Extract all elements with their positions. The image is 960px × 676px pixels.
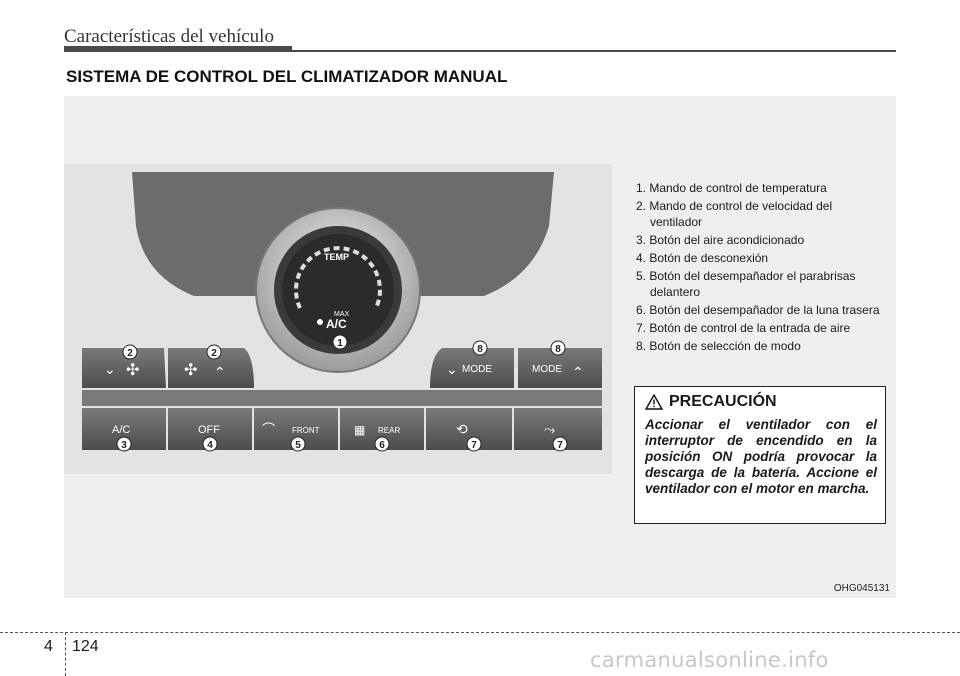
off-button-label: OFF: [198, 424, 220, 436]
legend-item: 5. Botón del desempañador el parabrisas …: [636, 269, 856, 299]
warning-icon: [645, 394, 663, 410]
figure-code: OHG045131: [833, 583, 890, 594]
section-title: SISTEMA DE CONTROL DEL CLIMATIZADOR MANU…: [66, 67, 508, 86]
mode-down-label: MODE: [462, 364, 492, 375]
fan-up-arrow-icon: ⌃: [214, 364, 226, 380]
caution-title: PRECAUCIÓN: [669, 393, 777, 410]
mode-down-arrow-icon: ⌄: [446, 361, 458, 377]
svg-text:8: 8: [477, 344, 483, 355]
callout-2: 2: [122, 344, 138, 360]
front-defrost-icon: ⌒: [262, 422, 275, 437]
svg-text:6: 6: [379, 440, 385, 451]
legend-item: 7. Botón de control de la entrada de air…: [636, 321, 851, 335]
temp-dial-label: TEMP: [324, 252, 349, 262]
mode-down-button: [430, 348, 514, 388]
callout-7: 7: [466, 436, 482, 452]
svg-text:7: 7: [471, 440, 477, 451]
caution-text: Accionar el ventilador con el interrupto…: [645, 417, 877, 496]
legend-item: 1. Mando de control de temperatura: [636, 181, 827, 195]
temp-dial-face: [282, 234, 394, 346]
callout-8: 8: [472, 340, 488, 356]
svg-text:3: 3: [121, 440, 127, 451]
fan-icon: ✣: [126, 362, 139, 379]
legend-item: 8. Botón de selección de modo: [636, 339, 801, 353]
mode-up-arrow-icon: ⌃: [572, 364, 584, 380]
mode-up-label: MODE: [532, 364, 562, 375]
legend-item: 6. Botón del desempañador de la luna tra…: [636, 303, 880, 317]
callout-3: 3: [116, 436, 132, 452]
legend-item: 4. Botón de desconexión: [636, 251, 769, 265]
svg-text:1: 1: [337, 338, 343, 349]
callout-7: 7: [552, 436, 568, 452]
chapter-bar: [64, 46, 292, 52]
fan-icon: ✣: [184, 362, 197, 379]
figure-panel: ⌄ ✣ ✣ ⌃ ⌄ MODE MODE ⌃ A/C OFF ⌒ FRONT ▦ …: [64, 96, 896, 598]
temp-scale-arc: [294, 246, 382, 309]
max-ac-max-label: MAX: [334, 311, 350, 318]
svg-text:8: 8: [555, 344, 561, 355]
callout-1: 1: [332, 334, 348, 350]
page-number: 124: [72, 638, 99, 655]
rear-button-label: REAR: [378, 426, 400, 435]
mode-up-button: [518, 348, 602, 388]
ac-button-label: A/C: [112, 424, 130, 436]
indicator-strip: [82, 390, 602, 406]
callout-2: 2: [206, 344, 222, 360]
watermark: carmanualsonline.info: [590, 648, 829, 672]
fan-down-arrow-icon: ⌄: [104, 361, 116, 377]
fan-down-button: [82, 348, 166, 388]
footer-rule: [0, 632, 960, 633]
svg-text:5: 5: [295, 440, 301, 451]
front-button-label: FRONT: [292, 426, 320, 435]
footer-divider: [65, 632, 66, 676]
max-ac-label: A/C: [326, 317, 347, 331]
svg-text:4: 4: [207, 440, 213, 451]
section-number: 4: [44, 638, 53, 655]
legend-item: 3. Botón del aire acondicionado: [636, 233, 805, 247]
recirculation-icon: ⟲: [456, 421, 468, 437]
legend: 1. Mando de control de temperatura 2. Ma…: [636, 180, 886, 356]
max-ac-indicator: [317, 319, 323, 325]
rear-defrost-icon: ▦: [354, 423, 365, 437]
svg-text:7: 7: [557, 440, 563, 451]
svg-text:2: 2: [211, 348, 217, 359]
climate-control-illustration: ⌄ ✣ ✣ ⌃ ⌄ MODE MODE ⌃ A/C OFF ⌒ FRONT ▦ …: [82, 172, 602, 452]
caution-box: PRECAUCIÓN Accionar el ventilador con el…: [634, 386, 886, 524]
fan-up-button: [168, 348, 254, 388]
fresh-air-icon: ⤳: [544, 421, 555, 437]
legend-item: 2. Mando de control de velocidad del ven…: [636, 199, 833, 229]
header-rule: [292, 50, 896, 52]
callout-8: 8: [550, 340, 566, 356]
callout-4: 4: [202, 436, 218, 452]
callout-5: 5: [290, 436, 306, 452]
svg-text:2: 2: [127, 348, 133, 359]
callout-6: 6: [374, 436, 390, 452]
chapter-title: Características del vehículo: [64, 26, 274, 47]
